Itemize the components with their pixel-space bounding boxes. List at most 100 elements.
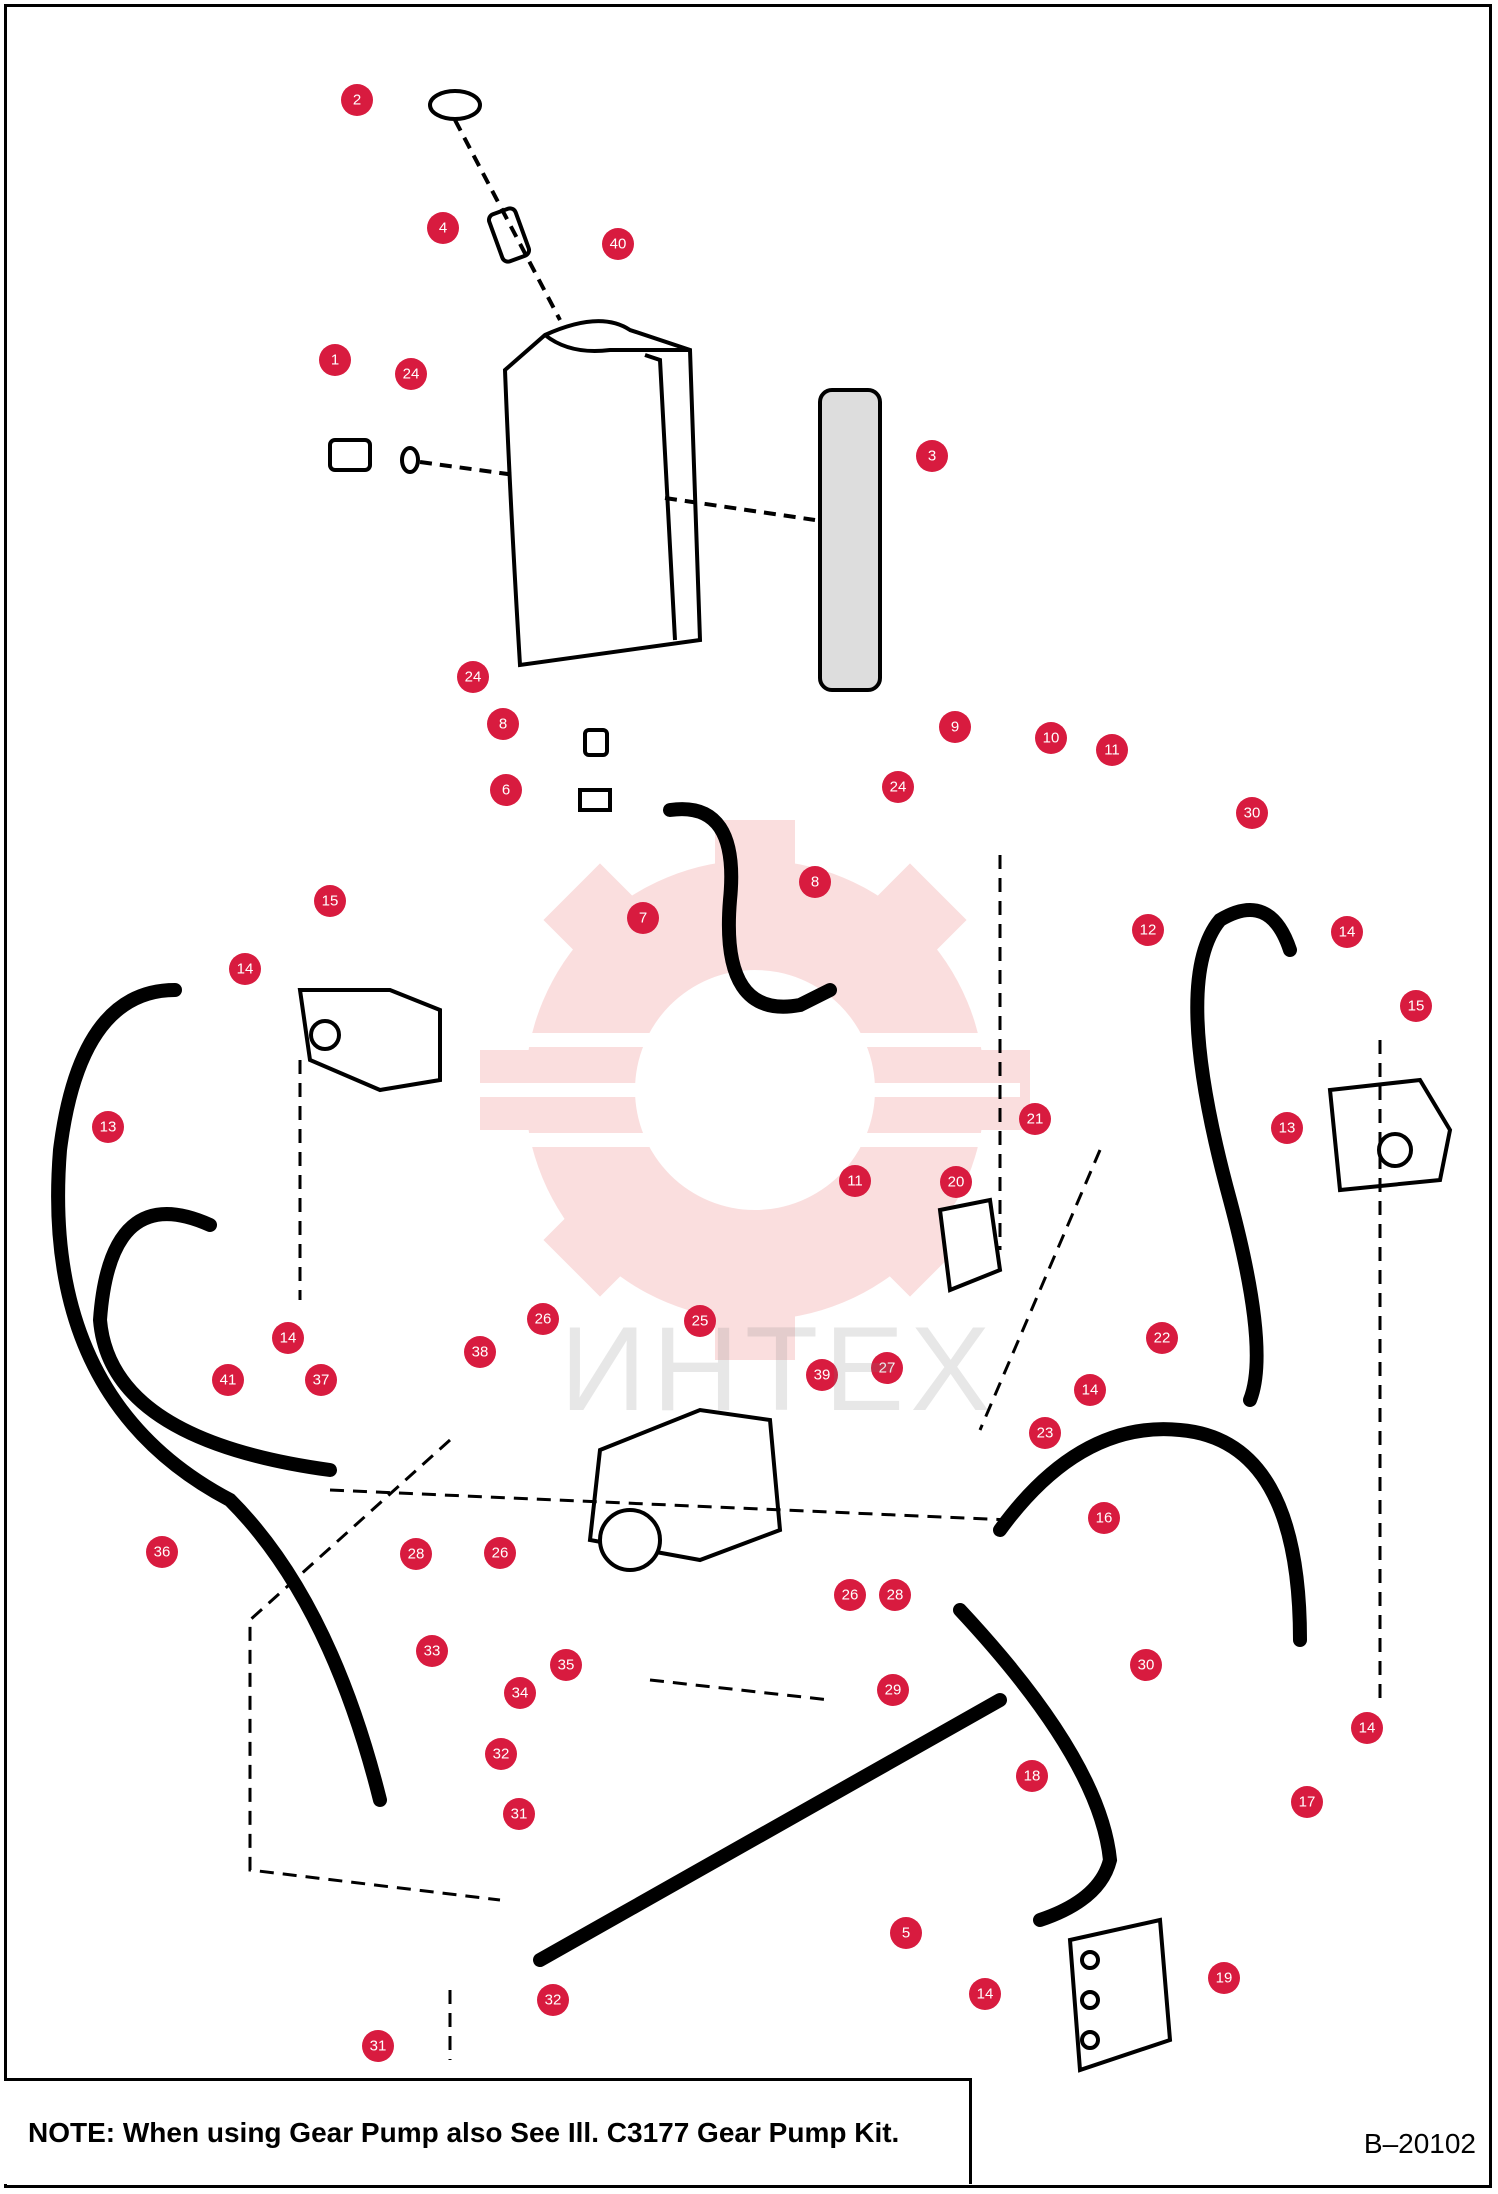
callout-marker xyxy=(969,1978,1001,2010)
callout-number: 13 xyxy=(100,1119,117,1136)
callout-number: 2 xyxy=(353,92,361,109)
callout-3: 3 xyxy=(916,440,948,472)
callout-marker xyxy=(305,1364,337,1396)
callout-30: 30 xyxy=(1130,1649,1162,1681)
callout-marker xyxy=(1236,797,1268,829)
callout-marker xyxy=(487,708,519,740)
callout-number: 24 xyxy=(465,669,482,686)
callout-marker xyxy=(504,1677,536,1709)
callout-marker xyxy=(272,1322,304,1354)
callout-2: 2 xyxy=(341,84,373,116)
callout-15: 15 xyxy=(1400,990,1432,1022)
callout-marker xyxy=(1029,1417,1061,1449)
callout-number: 30 xyxy=(1138,1657,1155,1674)
callout-marker xyxy=(1291,1786,1323,1818)
callout-27: 27 xyxy=(871,1352,903,1384)
callout-marker xyxy=(799,866,831,898)
callout-marker xyxy=(319,344,351,376)
callout-33: 33 xyxy=(416,1635,448,1667)
callout-number: 28 xyxy=(887,1587,904,1604)
callout-marker xyxy=(400,1538,432,1570)
callout-22: 22 xyxy=(1146,1322,1178,1354)
callout-marker xyxy=(890,1917,922,1949)
callout-25: 25 xyxy=(684,1305,716,1337)
callout-marker xyxy=(627,902,659,934)
callout-32: 32 xyxy=(537,1984,569,2016)
callout-marker xyxy=(939,711,971,743)
callout-8: 8 xyxy=(487,708,519,740)
hydrostatic-pump xyxy=(587,1407,783,1572)
callout-number: 14 xyxy=(977,1986,994,2003)
callout-14: 14 xyxy=(1351,1712,1383,1744)
callout-number: 14 xyxy=(1082,1382,1099,1399)
control-valve xyxy=(1067,1917,1173,2073)
diagram-frame xyxy=(4,4,1492,2188)
callout-marker xyxy=(1208,1962,1240,1994)
callout-8: 8 xyxy=(799,866,831,898)
callout-number: 18 xyxy=(1024,1768,1041,1785)
callout-number: 12 xyxy=(1140,922,1157,939)
callout-number: 1 xyxy=(331,352,339,369)
callout-marker xyxy=(1074,1374,1106,1406)
callout-number: 39 xyxy=(814,1367,831,1384)
callout-marker xyxy=(457,661,489,693)
note-box: NOTE: When using Gear Pump also See Ill.… xyxy=(4,2078,972,2184)
callout-marker xyxy=(484,1537,516,1569)
callout-14: 14 xyxy=(1331,916,1363,948)
callout-marker xyxy=(229,953,261,985)
callout-number: 17 xyxy=(1299,1794,1316,1811)
callout-18: 18 xyxy=(1016,1760,1048,1792)
callout-number: 15 xyxy=(322,893,339,910)
callout-number: 26 xyxy=(842,1587,859,1604)
callout-marker xyxy=(1132,914,1164,946)
callout-marker xyxy=(537,1984,569,2016)
callout-31: 31 xyxy=(503,1798,535,1830)
callout-number: 32 xyxy=(493,1746,510,1763)
callout-34: 34 xyxy=(504,1677,536,1709)
callout-marker xyxy=(464,1336,496,1368)
callout-number: 5 xyxy=(902,1925,910,1942)
callout-marker xyxy=(940,1166,972,1198)
callout-40: 40 xyxy=(602,228,634,260)
callout-16: 16 xyxy=(1088,1502,1120,1534)
callout-28: 28 xyxy=(400,1538,432,1570)
callout-marker xyxy=(839,1165,871,1197)
callout-7: 7 xyxy=(627,902,659,934)
figure-id: B–20102 xyxy=(1363,2128,1476,2159)
callout-number: 16 xyxy=(1096,1510,1113,1527)
callout-14: 14 xyxy=(229,953,261,985)
callout-number: 40 xyxy=(610,236,627,253)
callout-13: 13 xyxy=(92,1111,124,1143)
callout-marker xyxy=(92,1111,124,1143)
gear-pump-right xyxy=(1327,1077,1453,1193)
callout-marker xyxy=(212,1364,244,1396)
callout-28: 28 xyxy=(879,1579,911,1611)
callout-number: 28 xyxy=(408,1546,425,1563)
callout-number: 11 xyxy=(847,1173,863,1190)
callout-number: 3 xyxy=(928,448,936,465)
callout-marker xyxy=(314,885,346,917)
callout-number: 6 xyxy=(502,782,510,799)
callout-number: 38 xyxy=(472,1344,489,1361)
callout-26: 26 xyxy=(834,1579,866,1611)
callout-number: 7 xyxy=(639,910,647,927)
callout-15: 15 xyxy=(314,885,346,917)
callout-number: 33 xyxy=(424,1643,441,1660)
callout-24: 24 xyxy=(882,771,914,803)
callout-marker xyxy=(1146,1322,1178,1354)
callout-marker xyxy=(485,1738,517,1770)
callout-5: 5 xyxy=(890,1917,922,1949)
callout-21: 21 xyxy=(1019,1103,1051,1135)
callout-14: 14 xyxy=(1074,1374,1106,1406)
callout-number: 8 xyxy=(499,716,507,733)
callout-number: 27 xyxy=(879,1360,896,1377)
callout-11: 11 xyxy=(839,1165,871,1197)
callout-32: 32 xyxy=(485,1738,517,1770)
callout-marker xyxy=(1271,1112,1303,1144)
callout-marker xyxy=(1331,916,1363,948)
callout-number: 30 xyxy=(1244,805,1261,822)
callout-marker xyxy=(427,212,459,244)
callout-20: 20 xyxy=(940,1166,972,1198)
callout-marker xyxy=(1016,1760,1048,1792)
